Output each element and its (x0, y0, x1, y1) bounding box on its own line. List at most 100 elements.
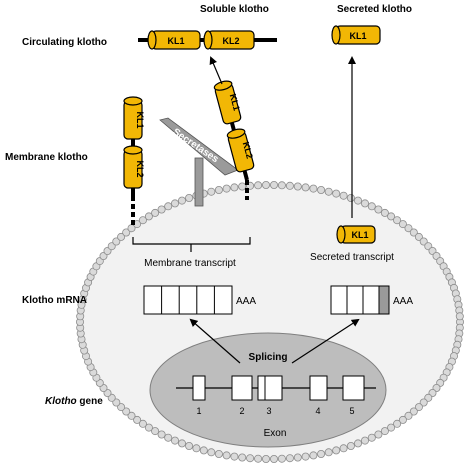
membrane-bead (367, 433, 376, 442)
membrane-bead (414, 403, 423, 412)
membrane-bead (207, 448, 216, 457)
membrane-bead (398, 415, 407, 424)
membrane-bead (301, 452, 310, 461)
membrane-bead (157, 430, 166, 439)
exon-number-5: 5 (349, 406, 354, 416)
membrane-bead (269, 454, 278, 463)
membrane-bead (157, 205, 166, 214)
membrane-bead (170, 436, 179, 445)
svg-text:KL1: KL1 (135, 111, 145, 128)
membrane-bead (238, 453, 247, 462)
exon-5 (342, 375, 365, 401)
membrane-bead (185, 193, 194, 202)
arrow-to-secreted-mrna (291, 318, 360, 364)
membrane-bead (360, 199, 369, 208)
membrane-bead (246, 454, 255, 463)
membrane-bead (138, 216, 147, 225)
membrane-bead (285, 181, 294, 190)
secreted-klotho-label: Secreted klotho (337, 4, 412, 15)
splicing-label: Splicing (249, 352, 288, 363)
membrane-bead (117, 403, 126, 412)
exon-number-1: 1 (196, 406, 201, 416)
membrane-bead (138, 419, 147, 428)
membrane-bead (222, 184, 231, 193)
membrane-bead (332, 189, 341, 198)
membrane-bead (222, 451, 231, 460)
klotho-gene-italic: Klotho (45, 396, 77, 407)
svg-text:KL1: KL1 (228, 93, 242, 112)
exon-2 (231, 375, 253, 401)
membrane-bead (185, 441, 194, 450)
membrane-bead (398, 220, 407, 229)
membrane-bead (393, 419, 402, 428)
membrane-bead (230, 452, 239, 461)
membrane-bead (332, 446, 341, 455)
klotho-mrna-label: Klotho mRNA (22, 295, 87, 306)
membrane-bead (353, 196, 362, 205)
membrane-bead (419, 398, 428, 407)
membrane-klotho-label: Membrane klotho (5, 152, 88, 163)
membrane-bead (339, 444, 348, 453)
svg-text:KL2: KL2 (241, 141, 255, 160)
membrane-bead (177, 439, 186, 448)
svg-text:KL2: KL2 (222, 36, 239, 46)
membrane-bead (380, 427, 389, 436)
membrane-bead (455, 312, 464, 321)
membrane-bead (254, 454, 263, 463)
membrane-bead (214, 449, 223, 458)
membrane-bead (170, 199, 179, 208)
cleaved-klotho: KL1 KL2 (213, 80, 255, 200)
exon-number-4: 4 (315, 406, 320, 416)
membrane-bead (393, 216, 402, 225)
membrane-bead (254, 181, 263, 190)
membrane-bead (230, 183, 239, 192)
arrow-to-soluble (209, 56, 223, 85)
membrane-bead (346, 441, 355, 450)
membrane-bead (404, 224, 413, 233)
exon-4 (309, 375, 328, 401)
membrane-bead (151, 208, 160, 217)
membrane-transcript-label: Membrane transcript (144, 258, 236, 269)
exon-label: Exon (264, 428, 287, 439)
membrane-bead (353, 439, 362, 448)
membrane-bead (346, 193, 355, 202)
soluble-klotho: KL1 KL2 (138, 30, 277, 50)
secreted-transcript-label: Secreted transcript (310, 252, 394, 263)
membrane-bead (261, 180, 270, 189)
cleaved-kl1-domain: KL1 (213, 80, 242, 125)
membrane-bead (192, 444, 201, 453)
klotho-gene-exons: 1 2 3 4 5 Exon (176, 375, 376, 439)
membrane-bead (112, 237, 121, 246)
membrane-bead (293, 453, 302, 462)
membrane-bead (409, 228, 418, 237)
exon-1 (192, 375, 206, 401)
membrane-bead (151, 427, 160, 436)
membrane-bead (317, 185, 326, 194)
membrane-bead (277, 181, 286, 190)
arrow-to-membrane-mrna (189, 318, 241, 364)
membrane-klotho: KL1 KL2 (123, 96, 145, 226)
klotho-gene-suffix: gene (77, 396, 104, 407)
membrane-bead (324, 448, 333, 457)
membrane-bead (261, 454, 270, 463)
membrane-bead (107, 242, 116, 251)
membrane-bead (387, 423, 396, 432)
exon-number-3: 3 (266, 406, 271, 416)
membrane-bead (214, 185, 223, 194)
membrane-bead (133, 415, 142, 424)
membrane-bead (112, 398, 121, 407)
membrane-bead (309, 451, 318, 460)
membrane-bead (199, 446, 208, 455)
membrane-bead (301, 183, 310, 192)
cell-membrane (76, 180, 464, 463)
membrane-bead (122, 228, 131, 237)
membrane-kl1-domain: KL1 (123, 96, 145, 140)
membrane-bead (419, 237, 428, 246)
soluble-klotho-label: Soluble klotho (200, 4, 269, 15)
membrane-kl2-domain: KL2 (123, 145, 145, 189)
membrane-bead (293, 182, 302, 191)
membrane-bead (414, 232, 423, 241)
svg-text:KL1: KL1 (351, 230, 368, 240)
klotho-gene-label: Klotho gene (45, 396, 103, 407)
membrane-bead (360, 436, 369, 445)
